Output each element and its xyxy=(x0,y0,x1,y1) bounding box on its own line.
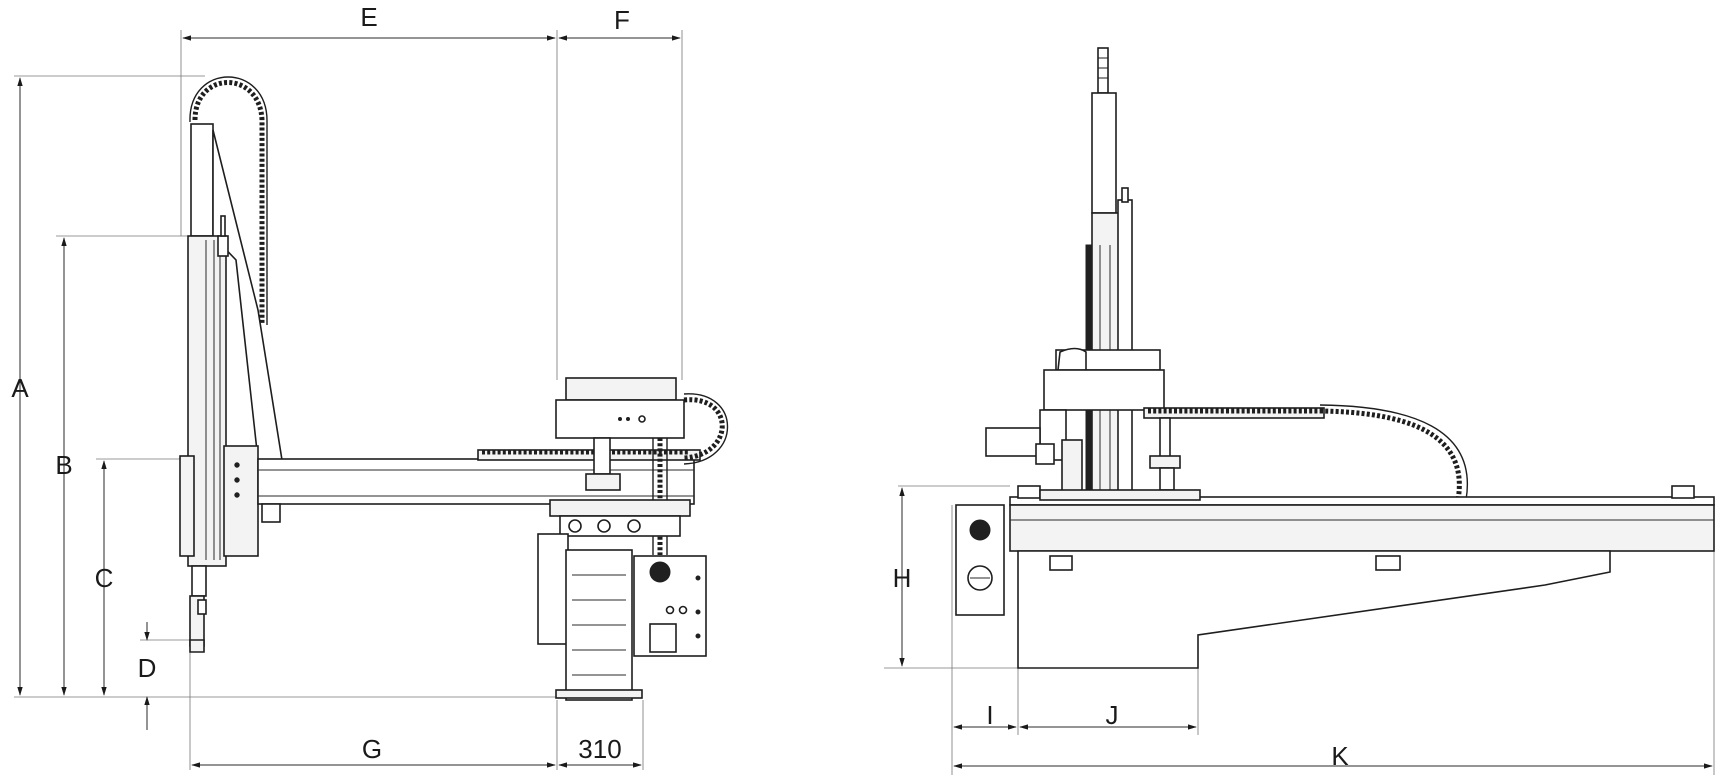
dim-J-label: J xyxy=(1106,700,1119,730)
dim-B-label: B xyxy=(55,450,72,480)
dim-E-label: E xyxy=(360,2,377,32)
dim-D-label: D xyxy=(138,653,157,683)
dim-K-label: K xyxy=(1331,741,1349,771)
dim-310-label: 310 xyxy=(578,734,621,764)
side-view: A B C D E F G 310 xyxy=(11,2,729,770)
dim-G-label: G xyxy=(362,734,382,764)
dim-H-label: H xyxy=(893,563,912,593)
dim-A-label: A xyxy=(11,373,29,403)
front-view: H I J K xyxy=(884,47,1715,775)
dim-C-label: C xyxy=(95,563,114,593)
dim-I-label: I xyxy=(986,700,993,730)
dim-F-label: F xyxy=(614,5,630,35)
